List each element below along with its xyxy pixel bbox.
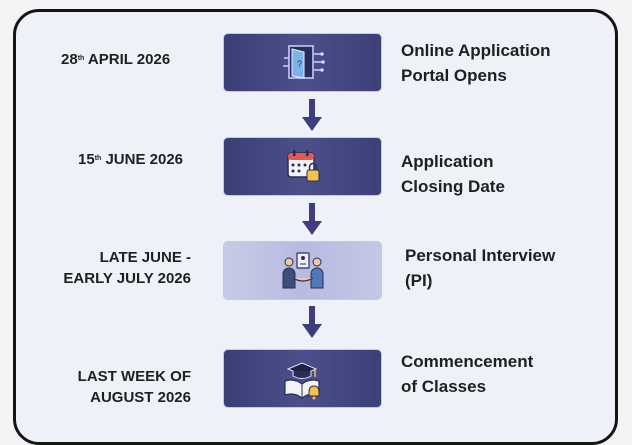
- step4-tile: [223, 349, 382, 408]
- step3-date: LATE JUNE -EARLY JULY 2026: [63, 249, 191, 287]
- graduation-book-bell-icon: [283, 361, 320, 399]
- door-icon: ?: [282, 44, 325, 79]
- step1-date: 28th APRIL 2026: [61, 51, 171, 68]
- step2-tile: [223, 137, 382, 196]
- step3-tile: [223, 241, 382, 300]
- step3-title: Personal Interview(PI): [405, 246, 556, 290]
- svg-text:?: ?: [297, 59, 302, 69]
- handshake-icon: [282, 251, 323, 288]
- step2-date: 15th JUNE 2026: [78, 151, 184, 168]
- arrow-down-icon: [302, 306, 322, 338]
- arrow-down-icon: [302, 203, 322, 235]
- arrow-down-icon: [302, 99, 322, 131]
- calendar-lock-icon: [286, 149, 319, 181]
- step1-tile: ?: [223, 33, 382, 92]
